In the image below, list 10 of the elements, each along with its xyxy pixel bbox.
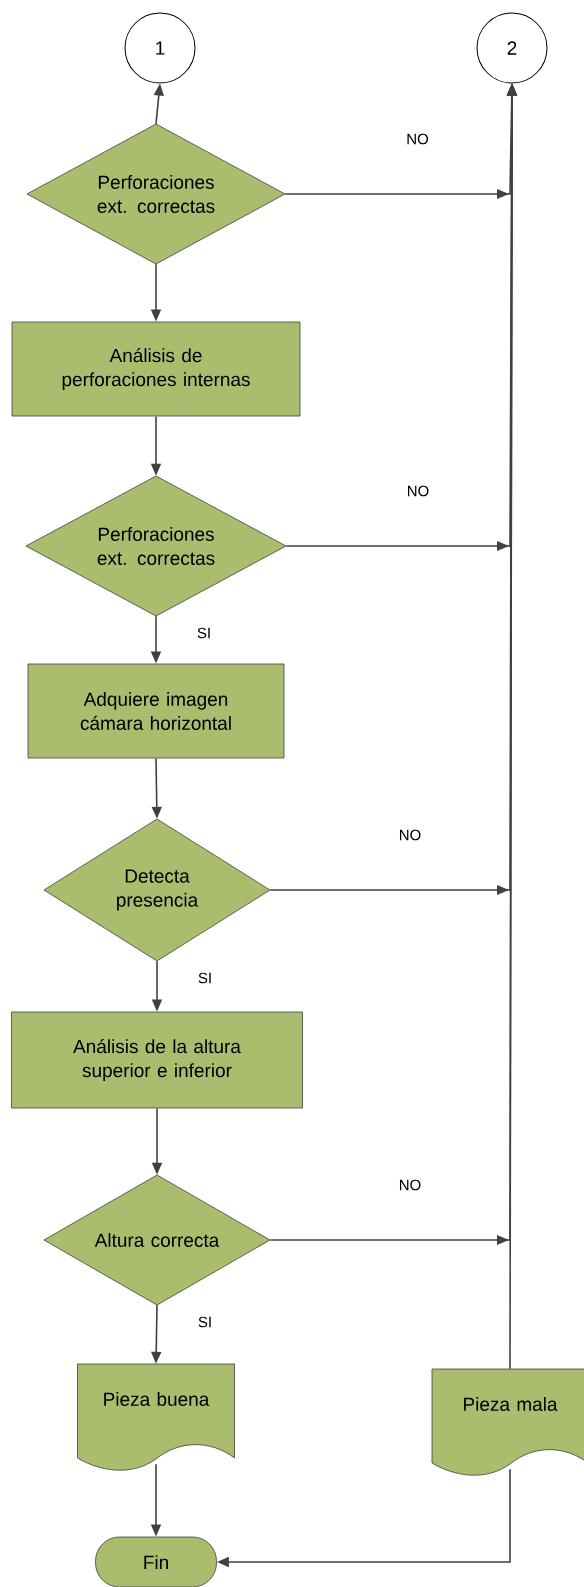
process-box: Adquiere imagen cámara horizontal bbox=[27, 663, 285, 759]
process-box: Análisis de perforaciones internas bbox=[11, 321, 301, 417]
edge-label: NO bbox=[405, 484, 431, 498]
edge-label: NO bbox=[397, 828, 423, 842]
edge-label: NO bbox=[405, 132, 430, 146]
edge-label: SI bbox=[196, 1315, 214, 1329]
edge-label: SI bbox=[196, 971, 214, 985]
edge-label: NO bbox=[397, 1178, 423, 1192]
edge-label: SI bbox=[195, 626, 213, 640]
process-box: Análisis de la altura superior e inferior bbox=[11, 1011, 303, 1109]
